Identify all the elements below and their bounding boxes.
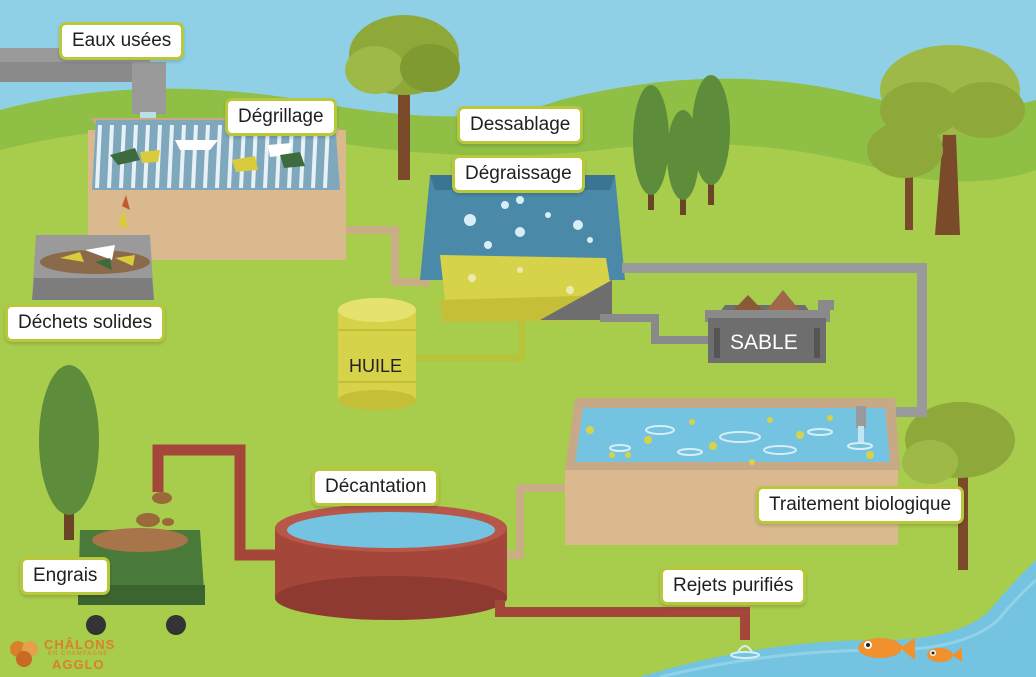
logo-mark-icon [10, 641, 38, 667]
sand-bin [705, 290, 834, 363]
pipe-to-sand [600, 314, 712, 344]
label-degraissage: Dégraissage [452, 155, 585, 193]
label-sable: SABLE [730, 331, 798, 354]
label-engrais: Engrais [20, 557, 111, 595]
logo-line2: EN CHAMPAGNE [48, 651, 109, 657]
oil-barrel [338, 298, 416, 410]
label-degrillage: Dégrillage [225, 98, 337, 136]
sludge-drips [136, 492, 174, 527]
label-eaux-usees: Eaux usées [59, 22, 185, 60]
trees-right [867, 45, 1025, 235]
tree-top-center [345, 15, 460, 180]
logo-line1: CHÂLONS [44, 637, 116, 652]
label-traitement-biologique: Traitement biologique [756, 486, 965, 524]
chalons-agglo-logo: CHÂLONS EN CHAMPAGNE AGGLO [6, 632, 136, 674]
pipe-oil [412, 320, 526, 362]
pipe-screening-to-degreasing [346, 226, 430, 286]
river [640, 560, 1036, 677]
solid-waste-bin [32, 195, 154, 300]
fish-small [927, 648, 962, 662]
label-decantation: Décantation [312, 468, 440, 506]
fertilizer-cart [78, 528, 205, 635]
label-dessablage: Dessablage [457, 106, 584, 144]
label-rejets-purifies: Rejets purifiés [660, 567, 807, 605]
label-dechets-solides: Déchets solides [5, 304, 166, 342]
pipe-to-river [495, 600, 750, 640]
tree-bottom-left [39, 365, 99, 540]
degreasing-tank [420, 175, 625, 322]
label-huile: HUILE [349, 356, 403, 376]
screening-tank [88, 118, 346, 260]
poplar-trees [633, 75, 730, 215]
logo-line3: AGGLO [52, 657, 105, 672]
pipe-sludge [152, 444, 290, 561]
fish-big [858, 638, 915, 660]
decantation-tank [275, 504, 507, 620]
pipe-bio-to-decant [500, 484, 565, 559]
